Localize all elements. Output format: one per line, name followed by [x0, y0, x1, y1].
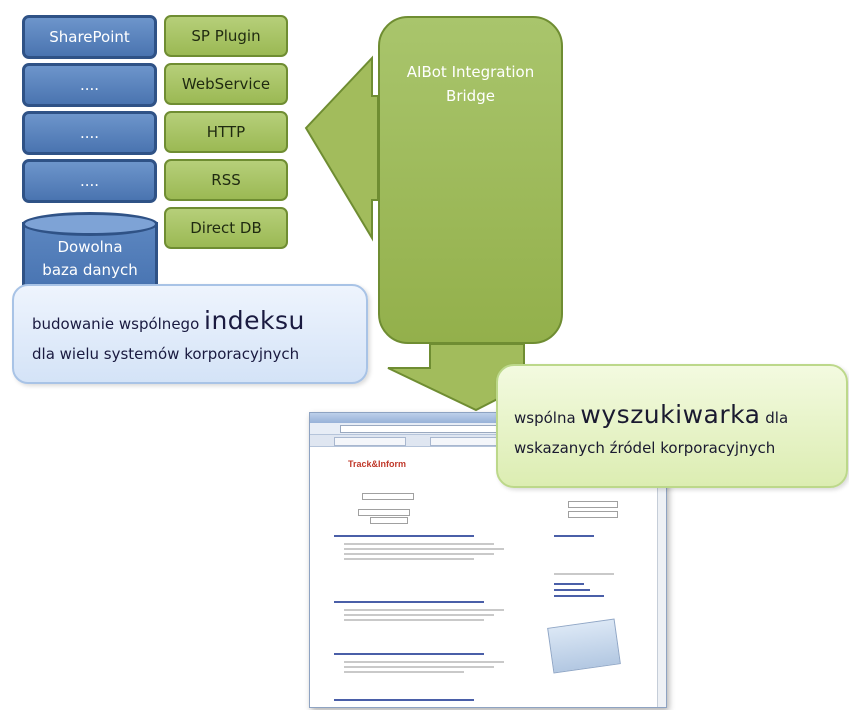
promo-card: [547, 618, 621, 674]
source-label: ....: [79, 124, 100, 142]
callout-index-prefix: budowanie wspólnego: [32, 315, 205, 333]
bridge-label-line1: AIBot Integration: [406, 63, 535, 81]
left-arrow: [304, 55, 379, 242]
database-label-line1: Dowolna: [57, 238, 123, 256]
connector-label: Direct DB: [190, 219, 262, 237]
callout-search-suffix: dla: [760, 409, 789, 427]
source-label: SharePoint: [49, 28, 130, 46]
source-label: ....: [79, 172, 100, 190]
source-other-1: ....: [22, 63, 157, 107]
integration-bridge: AIBot Integration Bridge: [378, 16, 563, 344]
callout-search-line2: wskazanych źródel korporacyjnych: [514, 439, 776, 457]
connector-label: HTTP: [206, 123, 246, 141]
connector-rss: RSS: [164, 159, 288, 201]
browser-screenshot: Track&Inform: [309, 412, 667, 708]
connector-sp-plugin: SP Plugin: [164, 15, 288, 57]
callout-common-index: budowanie wspólnego indeksu dla wielu sy…: [12, 284, 368, 384]
connector-direct-db: Direct DB: [164, 207, 288, 249]
connector-label: WebService: [181, 75, 271, 93]
browser-scrollbar: [657, 446, 666, 707]
callout-index-line2: dla wielu systemów korporacyjnych: [32, 345, 300, 363]
source-other-2: ....: [22, 111, 157, 155]
database-label-line2: baza danych: [42, 261, 138, 279]
source-sharepoint: SharePoint: [22, 15, 157, 59]
source-other-3: ....: [22, 159, 157, 203]
callout-search-emphasis: wyszukiwarka: [580, 400, 761, 429]
connector-webservice: WebService: [164, 63, 288, 105]
connector-http: HTTP: [164, 111, 288, 153]
browser-title-bar: [310, 413, 666, 423]
callout-search-prefix: wspólna: [514, 409, 581, 427]
callout-common-search: wspólna wyszukiwarka dla wskazanych źród…: [496, 364, 848, 488]
connector-label: SP Plugin: [191, 27, 261, 45]
connector-label: RSS: [211, 171, 241, 189]
callout-index-emphasis: indeksu: [204, 306, 305, 335]
database-cylinder: Dowolna baza danych: [22, 212, 158, 299]
logo-text: Track&Inform: [348, 459, 407, 469]
source-label: ....: [79, 76, 100, 94]
browser-logo: Track&Inform: [348, 459, 406, 469]
bridge-label-line2: Bridge: [446, 87, 495, 105]
